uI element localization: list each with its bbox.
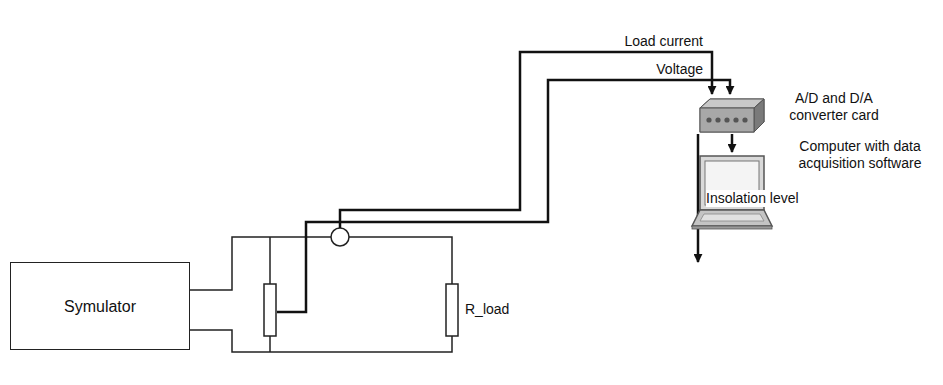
resistor-symbol: [446, 284, 458, 336]
box-label: Symulator: [64, 298, 136, 315]
device-label: A/D and D/A converter card: [778, 90, 890, 124]
signal-line: [340, 52, 712, 228]
device-label: Computer with data acquisition software: [782, 138, 938, 172]
connector-label: Insolation level: [706, 190, 799, 207]
signal-line: [277, 80, 730, 312]
wire: [349, 237, 452, 284]
current-sensor-symbol: [331, 228, 349, 246]
component-name: R_load: [465, 301, 509, 318]
card-icon: [698, 96, 766, 134]
connector-arrow: [697, 134, 700, 262]
signal-name: Voltage: [656, 61, 703, 78]
wire: [269, 336, 271, 352]
simulator-box: Symulator: [10, 262, 190, 350]
wire: [190, 237, 331, 290]
potentiometer-symbol: [264, 284, 276, 336]
connector-arrow: [731, 134, 734, 152]
wire: [269, 237, 271, 284]
converter-card: A/D and D/A converter card: [698, 96, 766, 134]
wire: [190, 330, 452, 352]
signal-name: Load current: [624, 33, 703, 50]
